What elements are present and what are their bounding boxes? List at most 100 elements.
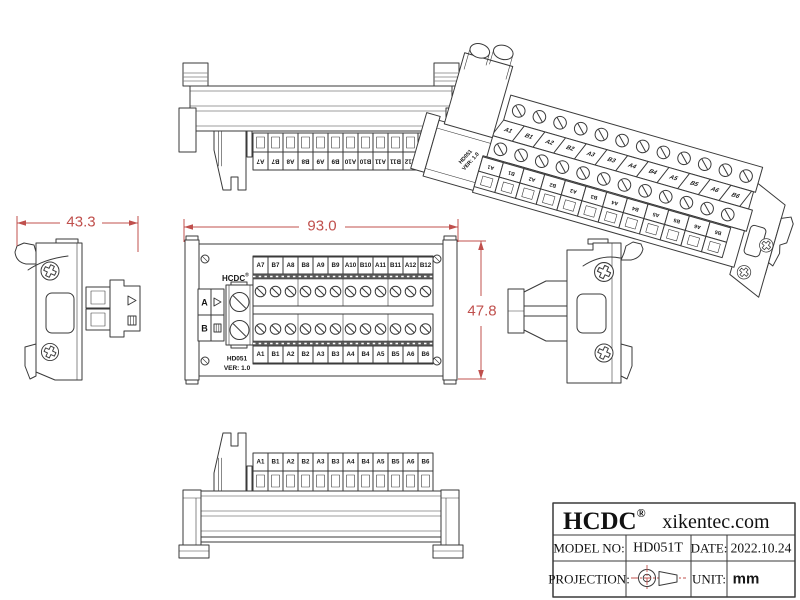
connector-tab — [246, 130, 253, 158]
ab-block-dividers — [197, 288, 225, 342]
a-key-icon — [127, 295, 137, 306]
wire-port-inner — [686, 235, 700, 248]
b-key-icon — [127, 315, 137, 326]
screw-slot — [742, 170, 750, 182]
screw-slot — [301, 287, 310, 296]
terminal-label: B8 — [302, 262, 310, 269]
terminal-label-cell: B3 — [327, 345, 344, 364]
terminal-label-cell: B7 — [267, 151, 284, 171]
terminal-label-cell: A2 — [282, 345, 299, 364]
terminal-label: A2 — [287, 459, 295, 466]
screw-slot — [724, 209, 731, 220]
screw-slot — [376, 287, 385, 296]
terminal-label-cell: A11 — [372, 151, 389, 171]
depth-value: 43.3 — [66, 214, 95, 231]
port-a-label: A — [201, 298, 208, 308]
terminal-label-cell: B11 — [387, 256, 404, 275]
terminal-label-cell: B11 — [387, 151, 404, 171]
screw-slot — [641, 185, 649, 197]
iso-back-screws — [511, 104, 753, 183]
terminal-label-cell: B9 — [327, 256, 344, 275]
terminal-label-cell: B3 — [327, 452, 344, 472]
wire-port-inner — [666, 229, 680, 242]
dimension-depth: 43.3 — [16, 214, 139, 252]
right-view-spring-arc — [582, 256, 621, 267]
terminal-label: A4 — [611, 199, 619, 207]
terminal-label-cell: B12 — [417, 256, 434, 275]
port-b-label: B — [201, 324, 208, 334]
front-left-rail — [184, 239, 200, 381]
top-view-body — [189, 85, 453, 132]
screw-slot — [376, 325, 385, 333]
terminal-label: A5 — [377, 459, 385, 466]
terminal-label-cell: A11 — [372, 256, 389, 275]
terminal-label: B3 — [605, 156, 617, 164]
bottom-view-connector-key — [213, 432, 247, 493]
left-view-din-hook — [14, 242, 37, 265]
terminal-label: A12 — [404, 158, 416, 165]
screw-slot — [559, 161, 566, 173]
terminal-label: A6 — [694, 222, 702, 230]
terminal-label-cell: A9 — [312, 151, 329, 171]
unit-value: mm — [733, 571, 760, 588]
terminal-label: A5 — [377, 351, 385, 358]
terminal-label: A2 — [528, 175, 536, 183]
terminal-label-cell: A10 — [342, 151, 359, 171]
wire-port-inner — [562, 199, 576, 212]
terminal-label: A11 — [375, 262, 387, 269]
screw-slot — [331, 325, 340, 333]
top-view-wire-ports — [252, 132, 434, 153]
terminal-label: A9 — [317, 262, 325, 269]
terminal-label: B1 — [523, 133, 535, 141]
projection-symbol-icon — [631, 565, 686, 591]
terminal-label: B1 — [272, 351, 280, 358]
terminal-label: B7 — [271, 158, 279, 165]
terminal-label-cell: B4 — [357, 452, 374, 472]
b-key-icon-lines — [130, 315, 134, 326]
terminal-label: B2 — [564, 145, 576, 153]
screw-block-tab-bottom — [230, 344, 248, 349]
projection-label: PROJECTION: — [548, 572, 630, 587]
bottom-view-wire-ports — [252, 470, 434, 492]
left-view-cutout — [45, 292, 75, 334]
terminal-label: A8 — [286, 158, 294, 165]
top-view-left-block — [178, 107, 197, 153]
wire-port-inner — [256, 474, 265, 488]
terminal-label: B2 — [549, 181, 557, 189]
terminal-label: A3 — [317, 351, 325, 358]
height-value: 47.8 — [467, 303, 496, 320]
screw-slot — [316, 287, 325, 296]
title-block: HCDC® xikentec.com MODEL NO: HD051T DATE… — [548, 502, 796, 598]
terminal-label: A3 — [317, 459, 325, 466]
terminal-label: A2 — [543, 139, 555, 147]
terminal-label-cell: A1 — [252, 452, 269, 472]
wire-port-inner — [480, 175, 494, 188]
model-value: HD051T — [633, 541, 683, 556]
right-view-finger-top — [523, 280, 568, 307]
screw-slot — [680, 152, 688, 164]
terminal-label-cell: A3 — [312, 345, 329, 364]
terminal-label: B3 — [332, 351, 340, 358]
terminal-label-cell: A6 — [402, 452, 419, 472]
top-bank-dividers — [297, 278, 389, 307]
title-row-dividers — [552, 534, 796, 562]
terminal-label: A6 — [407, 459, 415, 466]
iso-front-ports — [473, 170, 728, 259]
terminal-label-cell: A4 — [342, 345, 359, 364]
clip-hatch — [434, 72, 459, 82]
screw-slot — [497, 144, 504, 155]
terminal-label-cell: B7 — [267, 256, 284, 275]
iso-din-hook-right — [768, 216, 794, 267]
clip-lines — [182, 497, 202, 546]
terminal-label-cell: B2 — [297, 452, 314, 472]
website: xikentec.com — [662, 511, 770, 533]
screw-slot — [406, 325, 415, 333]
iso-input-connector — [443, 52, 514, 139]
screw-slot — [701, 158, 708, 170]
terminal-label-cell: B8 — [297, 256, 314, 275]
terminal-label: B1 — [272, 459, 280, 466]
iso-front-screws — [493, 142, 735, 222]
